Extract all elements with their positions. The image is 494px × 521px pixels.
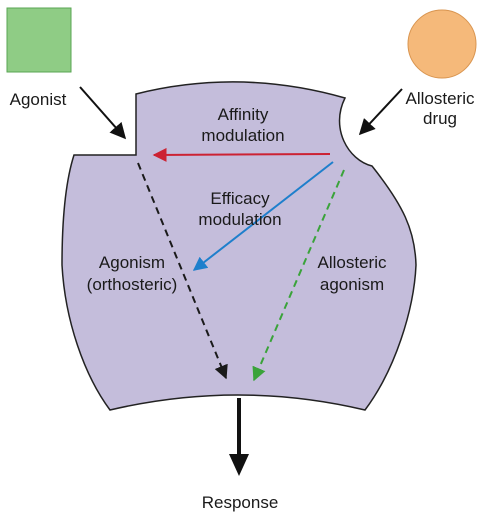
orthosteric-agonism-label-line2: (orthosteric) [87,275,178,294]
efficacy-modulation-label-line2: modulation [198,210,281,229]
allosteric-agonism-label-line1: Allosteric [318,253,387,272]
orthosteric-agonism-label-line1: Agonism [99,253,165,272]
allosteric-drug-label-line2: drug [423,109,457,128]
response-arrow-head [229,454,249,476]
orthosteric-agonism-arrow [137,162,228,380]
allosteric-drug-circle-icon [407,9,477,79]
agonist-square-icon [6,7,72,73]
agonist-binding-arrow [79,86,127,140]
receptor-body [61,81,417,411]
response-label: Response [202,493,279,512]
efficacy-modulation-label-line1: Efficacy [210,189,270,208]
allosteric-binding-arrow [358,88,403,136]
affinity-modulation-arrow [152,147,331,162]
efficacy-modulation-arrow [192,161,334,271]
affinity-modulation-label-line2: modulation [201,126,284,145]
allosteric-drug-label-line1: Allosteric [406,89,475,108]
allosteric-agonism-label-line2: agonism [320,275,384,294]
agonist-label: Agonist [10,90,67,109]
affinity-modulation-label-line1: Affinity [218,105,269,124]
allosteric-agonism-arrow [252,169,345,382]
